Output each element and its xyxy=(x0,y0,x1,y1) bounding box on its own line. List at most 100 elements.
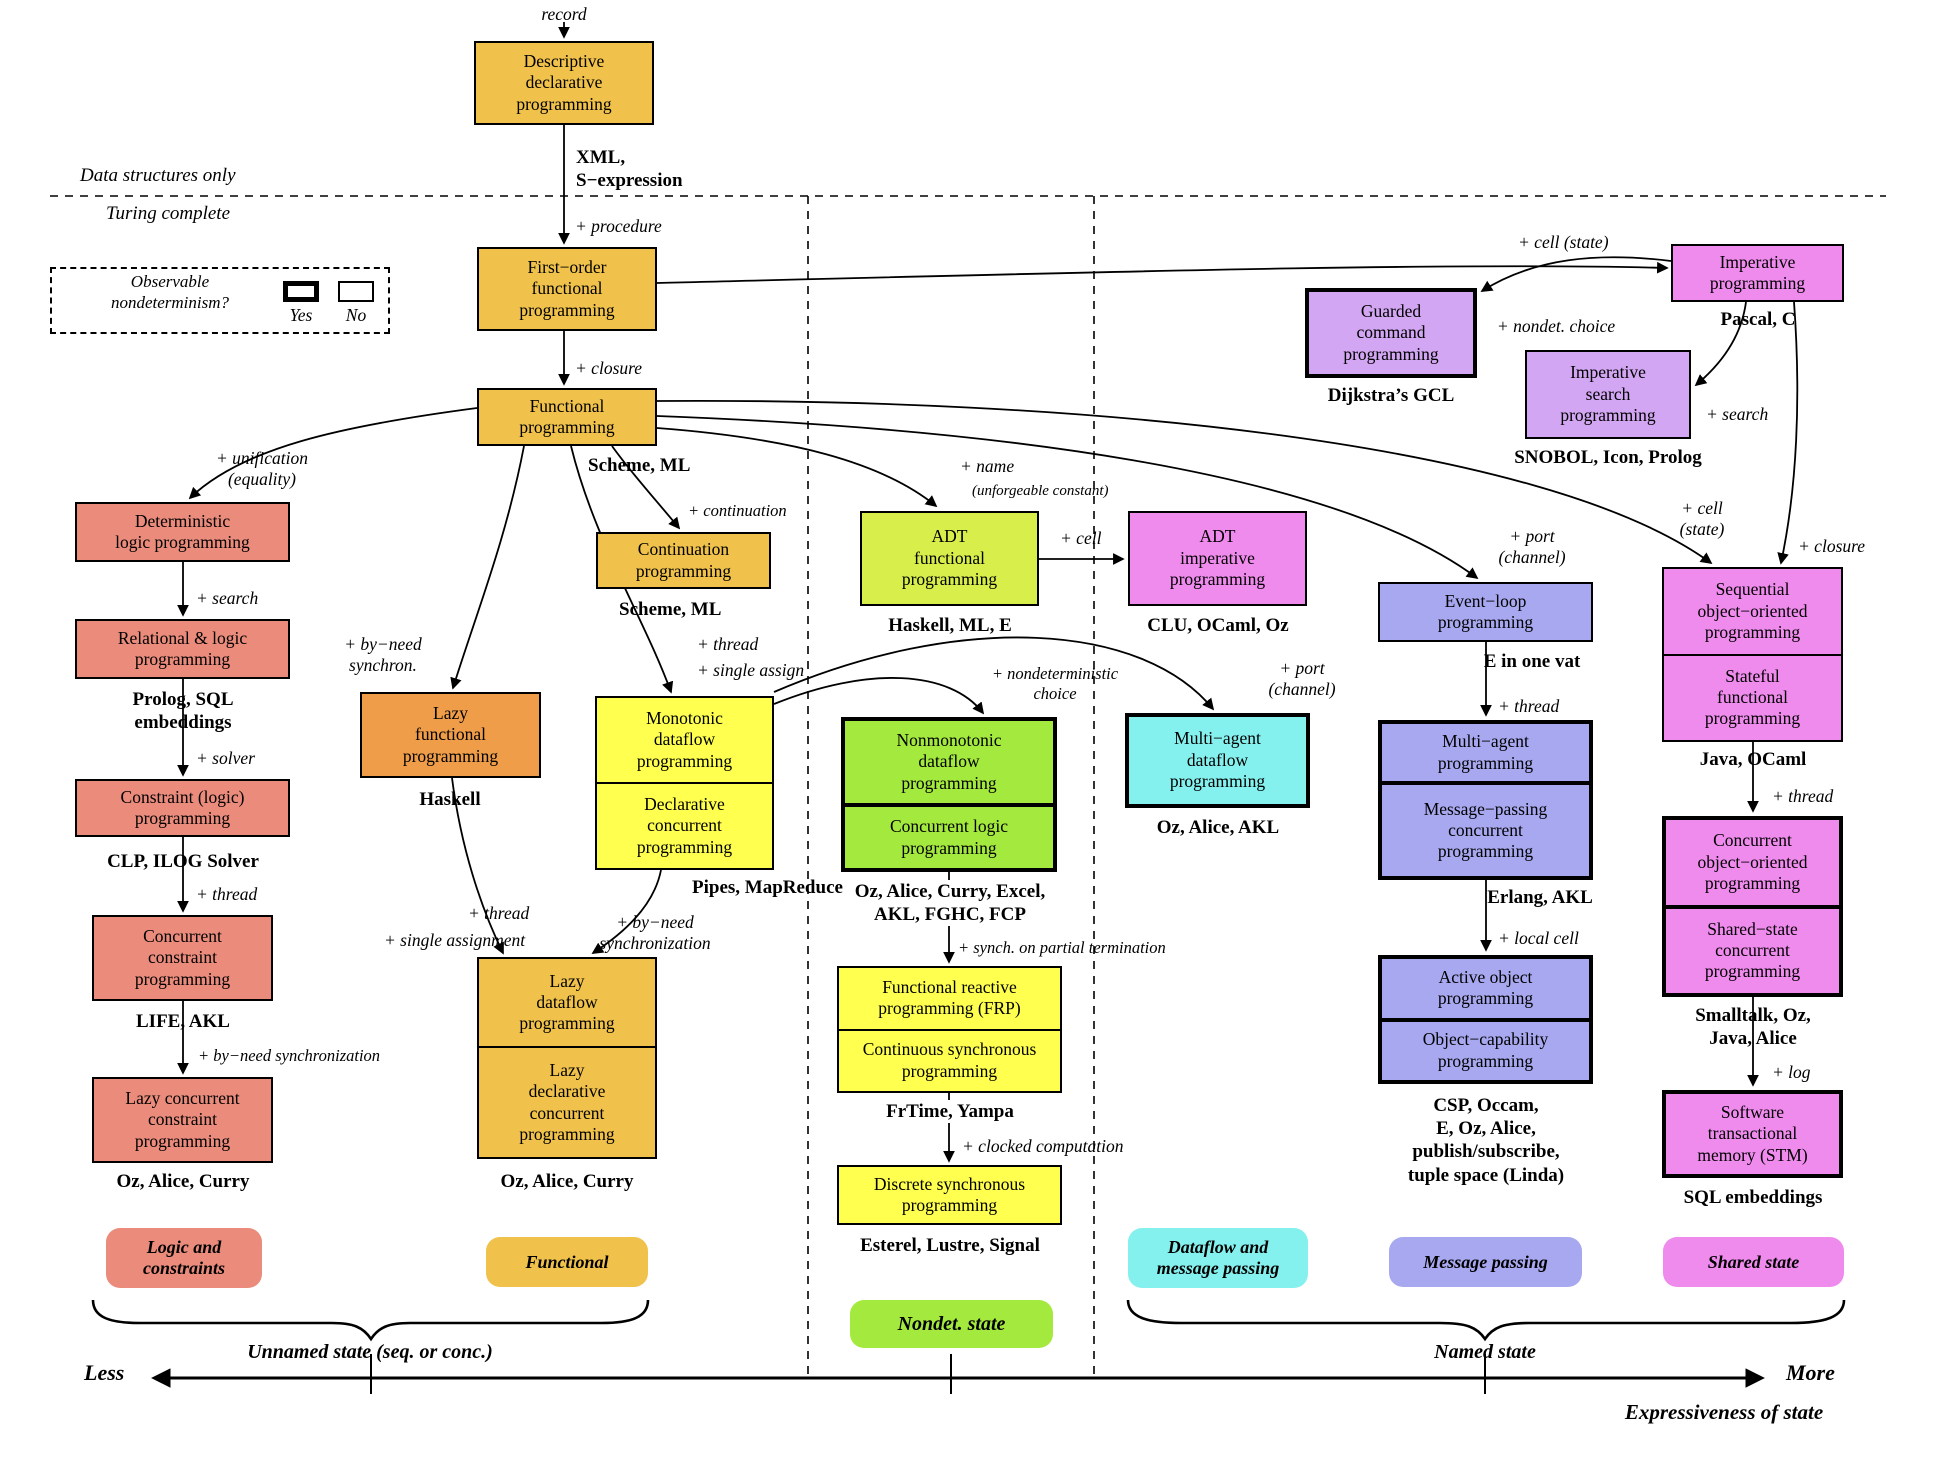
box-lazy-dataflow-group: Lazy dataflow programming Lazy declarati… xyxy=(477,957,657,1159)
arrow-name-adt xyxy=(656,427,938,508)
badge-message-passing: Message passing xyxy=(1389,1237,1582,1287)
box-object-capability: Object−capability programming xyxy=(1382,1017,1589,1081)
legend-box xyxy=(50,267,390,334)
box-relational-logic: Relational & logic programming xyxy=(75,619,290,679)
legend-yes-label: Yes xyxy=(289,305,313,325)
arrow-continuation xyxy=(611,445,681,530)
label-single-assignment: + single assignment xyxy=(384,930,526,950)
box-sequential-oo-group: Sequential object−oriented programming S… xyxy=(1662,567,1843,742)
caption-event-loop: E in one vat xyxy=(1483,651,1581,672)
label-closure: + closure xyxy=(575,358,643,378)
box-multiagent-programming: Multi−agent programming xyxy=(1437,731,1534,773)
arrow-search-imperative xyxy=(1694,301,1747,387)
label-unforgeable: (unforgeable constant) xyxy=(972,483,1109,499)
box-declarative-concurrent: Declarative concurrent programming xyxy=(597,782,772,868)
caption-multiagent: Erlang, AKL xyxy=(1487,887,1593,908)
box-stateful-functional: Stateful functional programming xyxy=(1664,653,1841,741)
box-multiagent-dataflow: Multi−agent dataflow programming xyxy=(1125,713,1310,808)
box-descriptive-declarative: Descriptive declarative programming xyxy=(474,41,654,125)
caption-lazy-functional: Haskell xyxy=(419,789,481,810)
caption-stm: SQL embeddings xyxy=(1683,1187,1823,1208)
box-stm: Software transactional memory (STM) xyxy=(1662,1090,1843,1178)
brace-named-state xyxy=(1126,1299,1846,1342)
label-cell-state: + cell (state) xyxy=(1518,232,1609,252)
label-thread-oo: + thread xyxy=(1772,786,1834,806)
arrow-lazy-to-lazydf xyxy=(451,777,504,955)
box-functional-reactive: Functional reactive programming (FRP) xyxy=(878,976,1021,1019)
label-solver: + solver xyxy=(196,748,255,768)
box-lazy-declarative-concurrent: Lazy declarative concurrent programming xyxy=(479,1046,655,1157)
label-closure-oo: + closure xyxy=(1798,536,1866,556)
label-unification: + unification (equality) xyxy=(215,448,309,490)
box-active-object: Active object programming xyxy=(1437,966,1534,1009)
label-thread-lazy: + thread xyxy=(468,903,530,923)
caption-relational-logic: Prolog, SQL embeddings xyxy=(132,689,234,734)
label-less: Less xyxy=(84,1360,125,1385)
label-unnamed-state: Unnamed state (seq. or conc.) xyxy=(247,1341,493,1363)
label-data-structures-only: Data structures only xyxy=(80,165,236,186)
label-thread-logic: + thread xyxy=(196,884,258,904)
label-byneed-dataflow: + by−need synchronization xyxy=(599,912,711,954)
box-lazy-dataflow: Lazy dataflow programming xyxy=(519,970,615,1034)
caption-adt-imperative: CLU, OCaml, Oz xyxy=(1147,615,1289,636)
box-lazy-concurrent-constraint: Lazy concurrent constraint programming xyxy=(92,1077,273,1163)
caption-continuation: Scheme, ML xyxy=(619,599,722,620)
caption-multiagent-dataflow: Oz, Alice, AKL xyxy=(1156,817,1280,838)
box-guarded-command: Guarded command programming xyxy=(1305,288,1477,378)
box-sequential-oo: Sequential object−oriented programming xyxy=(1697,579,1808,642)
label-search-imperative: + search xyxy=(1706,404,1769,424)
label-expressiveness: Expressiveness of state xyxy=(1624,1400,1824,1424)
caption-discrete-synchronous: Esterel, Lustre, Signal xyxy=(860,1235,1040,1256)
legend-no-swatch xyxy=(338,281,374,302)
box-constraint-logic: Constraint (logic) programming xyxy=(75,779,290,837)
arrow-nondet-choice-df xyxy=(773,677,985,715)
box-concurrent-oo-group: Concurrent object−oriented programming S… xyxy=(1662,816,1843,997)
badge-dataflow-message: Dataflow and message passing xyxy=(1128,1228,1308,1288)
label-continuation: + continuation xyxy=(688,501,787,520)
box-monotonic-dataflow-group: Monotonic dataflow programming Declarati… xyxy=(595,696,774,870)
box-message-passing-concurrent: Message−passing concurrent programming xyxy=(1382,781,1589,876)
caption-nonmonotonic: Oz, Alice, Curry, Excel, AKL, FGHC, FCP xyxy=(852,880,1048,927)
box-active-object-group: Active object programming Object−capabil… xyxy=(1378,955,1593,1084)
box-first-order-functional: First−order functional programming xyxy=(477,247,657,331)
arrow-nondet-gcl xyxy=(1480,256,1672,292)
caption-concurrent-oo: Smalltalk, Oz, Java, Alice xyxy=(1695,1005,1811,1050)
caption-active-object: CSP, Occam, E, Oz, Alice, publish/subscr… xyxy=(1407,1095,1565,1186)
box-functional: Functional programming xyxy=(477,388,657,446)
box-concurrent-logic: Concurrent logic programming xyxy=(845,803,1053,868)
box-imperative-search: Imperative search programming xyxy=(1525,350,1691,439)
arrow-closure-seq-oo xyxy=(1777,301,1799,565)
label-cell-adt: + cell xyxy=(1060,528,1102,548)
arrow-byneed-lazy xyxy=(450,445,525,690)
label-turing-complete: Turing complete xyxy=(106,203,231,224)
label-thread-dataflow: + thread xyxy=(697,634,759,654)
label-named-state: Named state xyxy=(1434,1341,1536,1363)
caption-adt-functional: Haskell, ML, E xyxy=(888,615,1012,636)
box-frp-group: Functional reactive programming (FRP) Co… xyxy=(837,966,1062,1093)
caption-functional: Scheme, ML xyxy=(588,455,691,476)
label-port-dataflow: + port (channel) xyxy=(1268,658,1336,700)
caption-lazy-dataflow: Oz, Alice, Curry xyxy=(500,1171,634,1192)
caption-imperative: Pascal, C xyxy=(1720,309,1796,330)
box-event-loop: Event−loop programming xyxy=(1378,582,1593,642)
box-concurrent-oo: Concurrent object−oriented programming xyxy=(1697,830,1808,893)
label-search-logic: + search xyxy=(196,588,259,608)
caption-monotonic: Pipes, MapReduce xyxy=(692,877,843,898)
arrow-cellstate-seq-oo xyxy=(656,399,1713,565)
caption-sequential-oo: Java, OCaml xyxy=(1699,749,1807,770)
label-local-cell: + local cell xyxy=(1498,928,1579,948)
label-more: More xyxy=(1786,1360,1835,1385)
box-lazy-functional: Lazy functional programming xyxy=(360,692,541,778)
label-procedure: + procedure xyxy=(575,216,662,236)
box-multiagent-group: Multi−agent programming Message−passing … xyxy=(1378,720,1593,880)
badge-shared-state: Shared state xyxy=(1663,1237,1844,1287)
brace-unnamed-state xyxy=(91,1299,650,1342)
caption-concurrent-constraint: LIFE, AKL xyxy=(136,1011,230,1032)
label-byneed-lazy: + by−need synchron. xyxy=(344,634,422,676)
box-shared-state-concurrent: Shared−state concurrent programming xyxy=(1666,904,1839,994)
legend-no-label: No xyxy=(345,305,367,325)
box-monotonic-dataflow: Monotonic dataflow programming xyxy=(636,707,733,771)
caption-lazy-concurrent-constraint: Oz, Alice, Curry xyxy=(116,1171,250,1192)
